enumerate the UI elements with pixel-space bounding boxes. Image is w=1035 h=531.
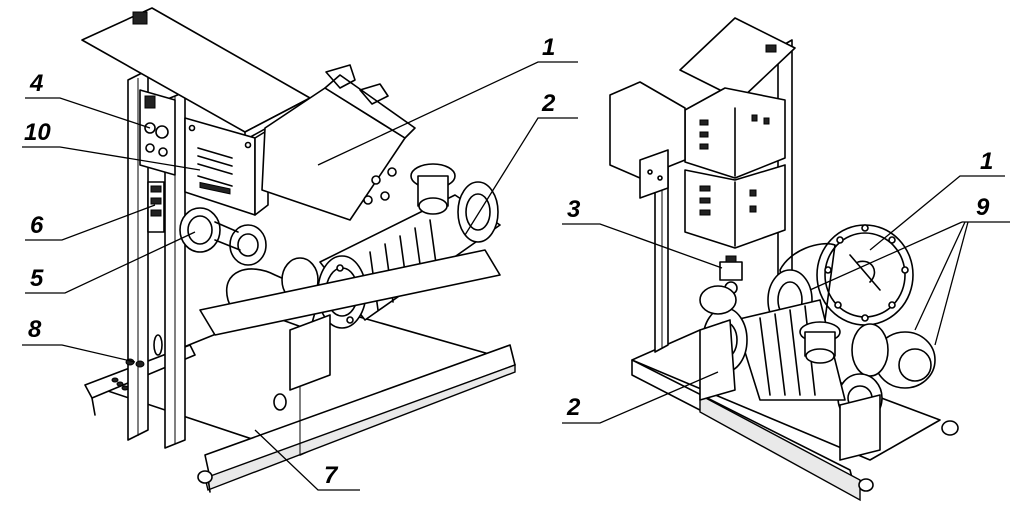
leader-9b <box>914 221 966 331</box>
callout-1-right: 1 <box>980 148 994 175</box>
leader-10 <box>22 146 201 171</box>
switch-panel <box>139 89 176 176</box>
callout-4: 4 <box>30 70 44 97</box>
left-support-bracket <box>199 249 501 391</box>
leader-6 <box>25 204 156 241</box>
leader-lines <box>22 61 1010 491</box>
motor-unit <box>179 207 267 266</box>
left-unit-drawing <box>81 7 516 493</box>
leader-9a <box>809 221 963 291</box>
callout-6: 6 <box>30 212 44 239</box>
callout-2-left: 2 <box>542 90 556 117</box>
callout-2-right: 2 <box>567 394 581 421</box>
callout-8: 8 <box>28 316 42 343</box>
callout-5: 5 <box>30 265 44 292</box>
electrical-box-upper <box>684 87 786 179</box>
leader-9c <box>934 221 969 346</box>
right-vessel <box>779 224 914 326</box>
leader-2-left <box>464 117 578 236</box>
callout-10: 10 <box>24 119 51 146</box>
separator-hood <box>261 64 416 221</box>
leader-3 <box>562 223 723 269</box>
leader-2-right <box>562 371 719 424</box>
leader-1-left <box>317 61 578 166</box>
electrical-box-lower <box>684 164 786 249</box>
callout-9: 9 <box>976 194 990 221</box>
leader-1-right <box>869 175 1005 251</box>
junction-box <box>609 81 686 199</box>
callout-1-left: 1 <box>542 34 556 61</box>
leader-8 <box>22 344 136 363</box>
right-unit-drawing <box>609 17 959 502</box>
right-supports <box>699 319 881 461</box>
leader-5 <box>25 231 196 294</box>
callout-7: 7 <box>324 462 338 489</box>
leader-4 <box>25 97 151 129</box>
leader-7 <box>254 429 360 491</box>
callout-3: 3 <box>567 196 581 223</box>
